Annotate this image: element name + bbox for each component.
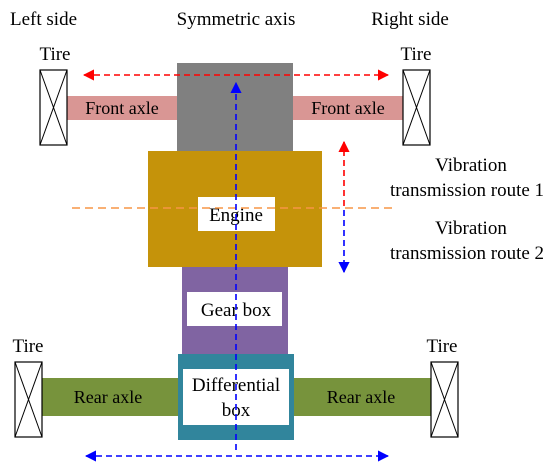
center-chassis-block [177,63,293,151]
front-axle-left-bar [67,96,177,120]
gear-box-label: Gear box [201,300,272,321]
front-axle-left-label: Front axle [85,98,159,118]
rear-axle-right-bar [294,378,431,416]
route1-label-line2: transmission route 1 [390,180,544,201]
rear-axle-left-label: Rear axle [74,387,142,407]
front-left-tire [39,69,68,146]
front-right-tire-label: Tire [401,44,432,65]
route1-label-line1: Vibration [435,155,507,176]
rear-left-tire-label: Tire [13,336,44,357]
front-axle-right-label: Front axle [311,98,385,118]
route2-label-line1: Vibration [435,218,507,239]
rear-right-tire-label: Tire [427,336,458,357]
route2-label-line2: transmission route 2 [390,243,544,264]
rear-right-tire [430,361,459,438]
front-left-tire-label: Tire [40,44,71,65]
front-axle-right-bar [292,96,403,120]
left-side-label: Left side [10,9,77,30]
front-right-tire [402,69,431,146]
gear-box-label-box [187,292,282,326]
rear-left-tire [14,361,43,438]
rear-axle-right-label: Rear axle [327,387,395,407]
rear-axle-left-bar [42,378,178,416]
symmetric-axis-label: Symmetric axis [177,9,296,30]
differential-label-line2: box [222,400,251,421]
right-side-label: Right side [371,9,449,30]
